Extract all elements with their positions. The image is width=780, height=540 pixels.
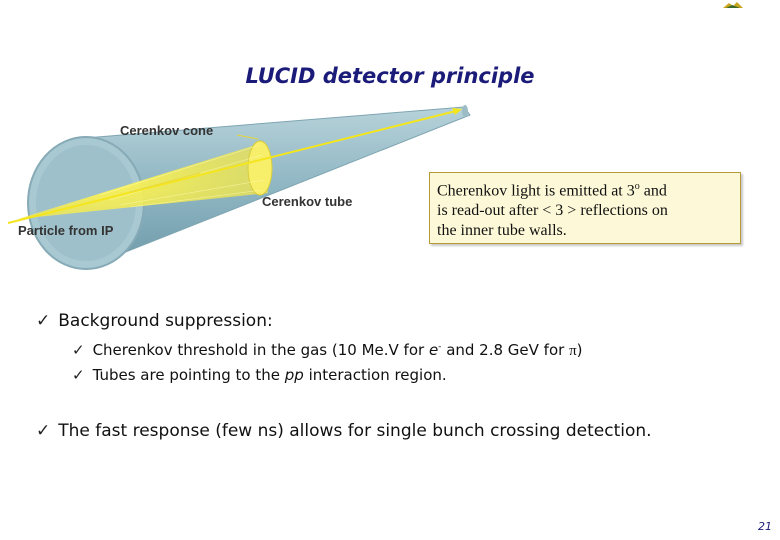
check-icon: ✓ (36, 311, 51, 331)
bullet-text: Background suppression: (58, 311, 273, 331)
bullet-text: Tubes are pointing to the pp interaction… (92, 366, 447, 384)
tube-far-end (462, 105, 468, 117)
bullet-tubes: ✓ Tubes are pointing to the pp interacti… (72, 366, 447, 384)
corner-logo-icon (723, 2, 743, 8)
particle-label: Particle from IP (18, 223, 114, 238)
bullet-background: ✓ Background suppression: (36, 311, 273, 331)
note-line-1: Cherenkov light is emitted at 3o and (437, 181, 667, 200)
check-icon: ✓ (72, 366, 85, 384)
cherenkov-light-note: Cherenkov light is emitted at 3o and is … (429, 172, 741, 244)
check-icon: ✓ (72, 341, 85, 359)
bullet-fast-response: ✓ The fast response (few ns) allows for … (36, 421, 652, 441)
note-line-2: is read-out after < 3 > reflections on (437, 202, 668, 220)
note-line-3: the inner tube walls. (437, 222, 567, 240)
cerenkov-cone-label: Cerenkov cone (120, 123, 214, 138)
page-number: 21 (758, 520, 772, 533)
check-icon: ✓ (36, 421, 51, 441)
particle-track (7, 109, 461, 224)
bullet-text: Cherenkov threshold in the gas (10 Me.V … (92, 341, 583, 359)
bullet-text: The fast response (few ns) allows for si… (58, 421, 652, 441)
cerenkov-tube-illustration (7, 105, 471, 270)
bullet-threshold: ✓ Cherenkov threshold in the gas (10 Me.… (72, 341, 583, 360)
cerenkov-tube-label: Cerenkov tube (262, 194, 353, 209)
degree-mark: o (634, 181, 640, 192)
slide-title: LUCID detector principle (245, 64, 535, 88)
lucid-diagram: Cerenkov cone Cerenkov tube Particle fro… (0, 95, 490, 280)
